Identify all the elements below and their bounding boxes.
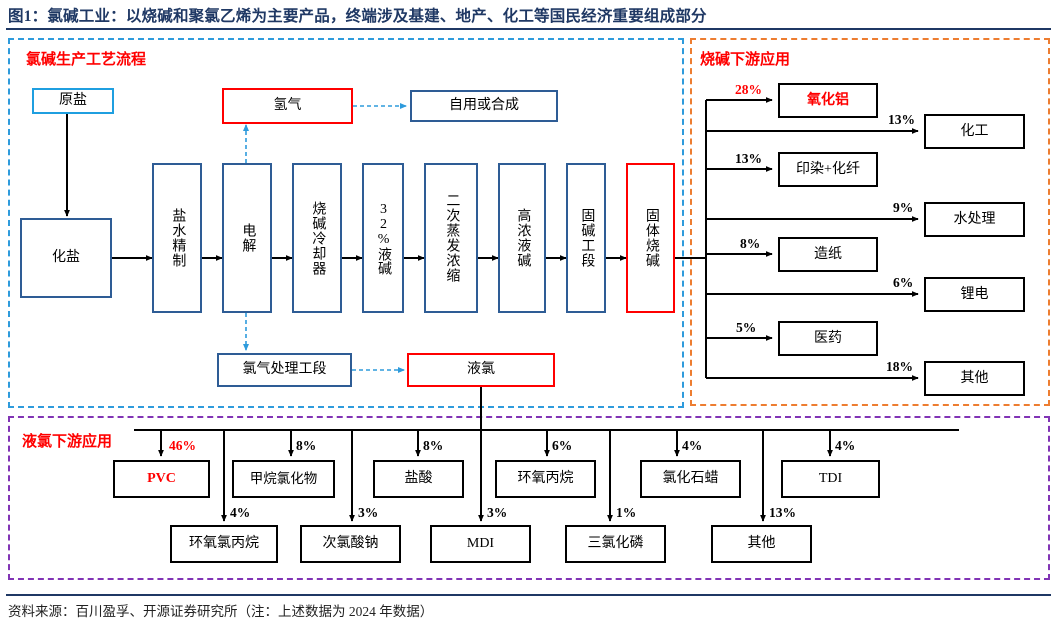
pct-lithium-battery: 6% (893, 275, 914, 290)
node-chlorine-treatment-section[interactable]: 氯气处理工段 (217, 353, 352, 387)
panel-caustic-downstream-label: 烧碱下游应用 (700, 52, 791, 68)
node-raw-salt[interactable]: 原盐 (32, 88, 114, 114)
node-pvc[interactable]: PVC (113, 460, 210, 498)
pct-papermaking: 8% (740, 236, 761, 251)
pct-mdi: 3% (487, 505, 508, 520)
pct-epichlorohydrin: 4% (230, 505, 251, 520)
node-high-concentration-caustic[interactable]: 高浓液碱 (498, 163, 546, 313)
pct-chemical-industry: 13% (888, 112, 915, 127)
pct-pvc: 46% (169, 438, 196, 453)
node-water-treatment[interactable]: 水处理 (924, 202, 1025, 237)
pct-chlorinated-paraffin: 4% (682, 438, 703, 453)
panel-process-flow (8, 38, 684, 408)
node-hydrochloric-acid[interactable]: 盐酸 (373, 460, 464, 498)
node-solid-caustic[interactable]: 固体烧碱 (626, 163, 675, 313)
source-note: 资料来源：百川盈孚、开源证券研究所（注：上述数据为 2024 年数据） (8, 604, 434, 619)
node-alumina[interactable]: 氧化铝 (778, 83, 878, 118)
pct-alumina: 28% (735, 82, 762, 97)
node-second-evaporation[interactable]: 二次蒸发浓缩 (424, 163, 478, 313)
footer-divider (6, 594, 1051, 596)
node-mdi[interactable]: MDI (430, 525, 531, 563)
pct-tdi: 4% (835, 438, 856, 453)
node-dyeing-and-chemical-fiber[interactable]: 印染+化纤 (778, 152, 878, 187)
node-chemical-industry[interactable]: 化工 (924, 114, 1025, 149)
node-caustic-other[interactable]: 其他 (924, 361, 1025, 396)
pct-sodium-hypochlorite: 3% (358, 505, 379, 520)
panel-chlorine-downstream (8, 416, 1050, 580)
node-phosphorus-trichloride[interactable]: 三氯化磷 (565, 525, 666, 563)
node-lithium-battery[interactable]: 锂电 (924, 277, 1025, 312)
node-tdi[interactable]: TDI (781, 460, 880, 498)
pct-pharmaceutical: 5% (736, 320, 757, 335)
node-hydrogen[interactable]: 氢气 (222, 88, 353, 124)
node-solid-caustic-section[interactable]: 固碱工段 (566, 163, 606, 313)
title-divider (6, 28, 1051, 30)
node-methane-chlorides[interactable]: 甲烷氯化物 (232, 460, 335, 498)
pct-methane-chlorides: 8% (296, 438, 317, 453)
node-self-use-or-synthesis[interactable]: 自用或合成 (410, 90, 558, 122)
node-epichlorohydrin[interactable]: 环氧氯丙烷 (170, 525, 278, 563)
node-liquid-chlorine[interactable]: 液氯 (407, 353, 555, 387)
pct-hydrochloric-acid: 8% (423, 438, 444, 453)
panel-caustic-downstream (690, 38, 1050, 406)
pct-phosphorus-trichloride: 1% (616, 505, 637, 520)
pct-chlorine-other: 13% (769, 505, 796, 520)
panel-chlorine-downstream-label: 液氯下游应用 (22, 434, 113, 450)
pct-water-treatment: 9% (893, 200, 914, 215)
node-papermaking[interactable]: 造纸 (778, 237, 878, 272)
node-dissolve-salt[interactable]: 化盐 (20, 218, 112, 298)
node-chlorinated-paraffin[interactable]: 氯化石蜡 (640, 460, 741, 498)
pct-caustic-other: 18% (886, 359, 913, 374)
figure-title: 图1：氯碱工业：以烧碱和聚氯乙烯为主要产品，终端涉及基建、地产、化工等国民经济重… (8, 8, 707, 25)
pct-dyeing-and-chemical-fiber: 13% (735, 151, 762, 166)
node-brine-refine[interactable]: 盐水精制 (152, 163, 202, 313)
node-propylene-oxide[interactable]: 环氧丙烷 (495, 460, 596, 498)
node-electrolysis[interactable]: 电解 (222, 163, 272, 313)
node-32-liquid-caustic[interactable]: 32%液碱 (362, 163, 404, 313)
node-caustic-cooler[interactable]: 烧碱冷却器 (292, 163, 342, 313)
node-sodium-hypochlorite[interactable]: 次氯酸钠 (300, 525, 401, 563)
panel-process-flow-label: 氯碱生产工艺流程 (26, 52, 147, 68)
pct-propylene-oxide: 6% (552, 438, 573, 453)
node-chlorine-other[interactable]: 其他 (711, 525, 812, 563)
node-pharmaceutical[interactable]: 医药 (778, 321, 878, 356)
